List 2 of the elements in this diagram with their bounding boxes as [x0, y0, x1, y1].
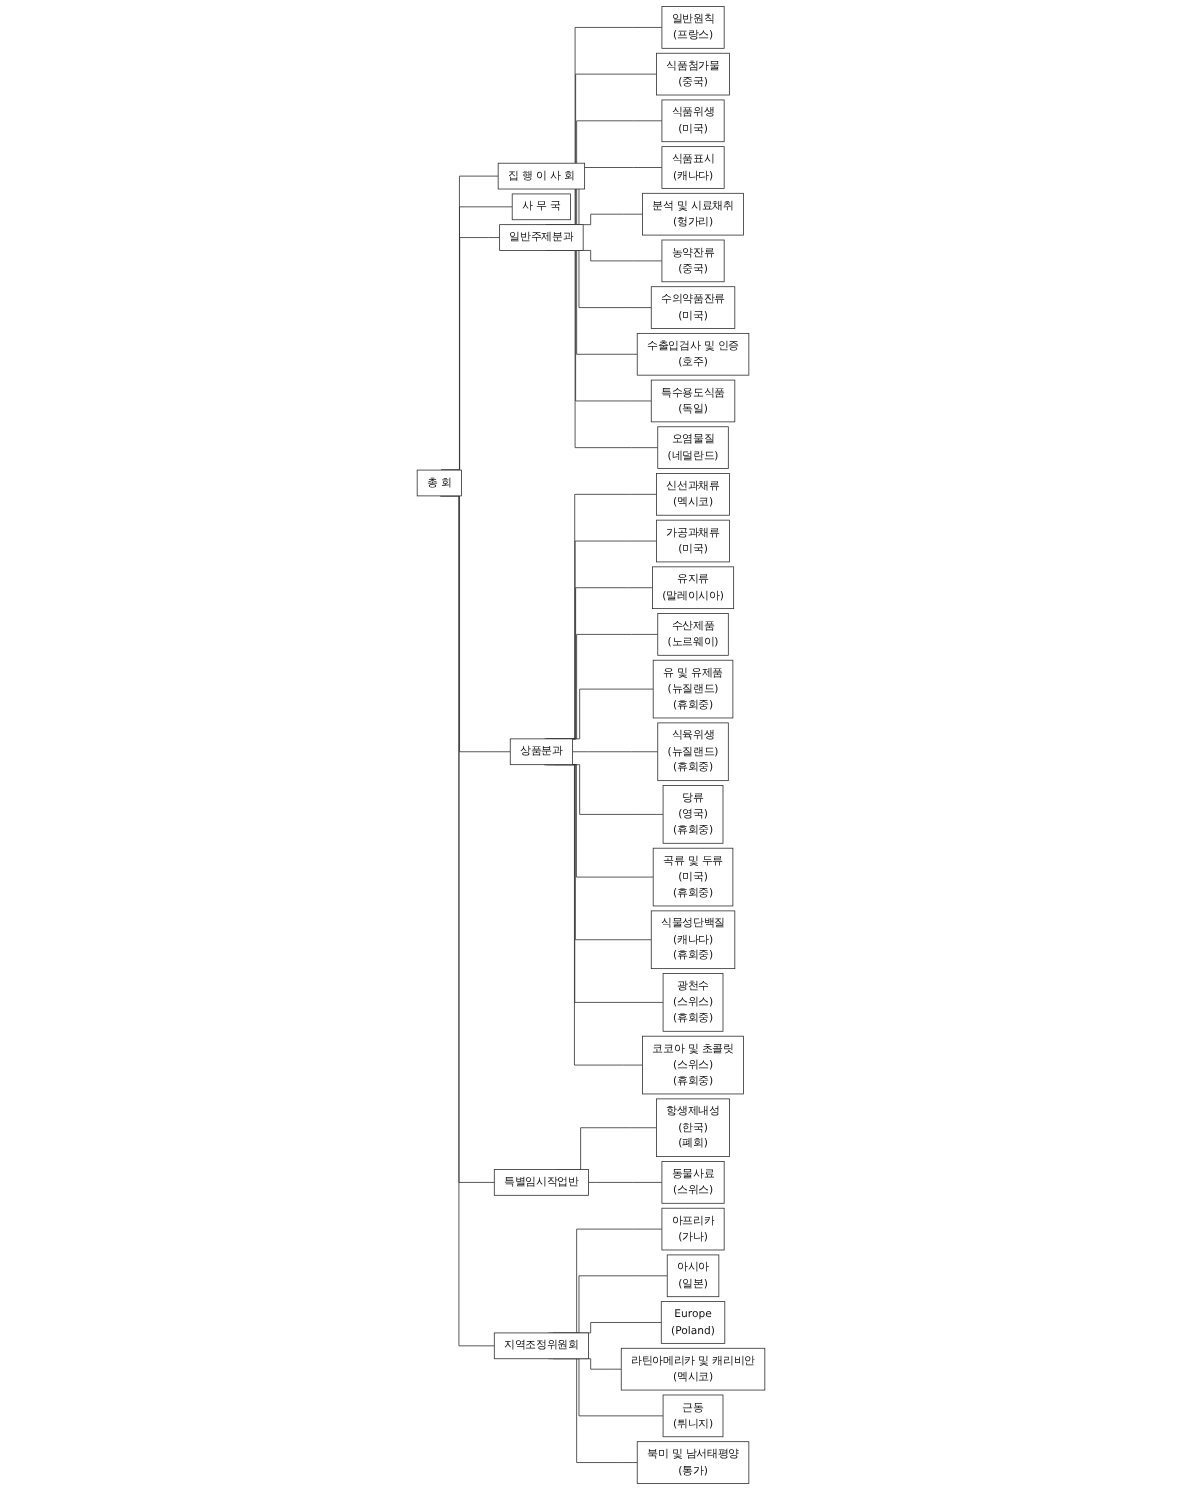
connector	[572, 751, 659, 753]
connector	[588, 1182, 663, 1183]
